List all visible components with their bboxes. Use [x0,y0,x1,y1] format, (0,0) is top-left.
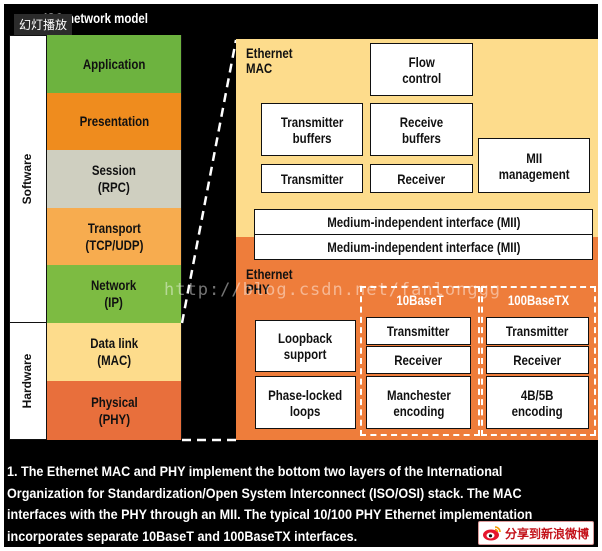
mac-title: Ethernet MAC [246,45,293,76]
mac-receiver-box: Receiver [370,164,473,193]
layer-physical: Physical(PHY) [47,381,181,440]
group-10baset-title: 10BaseT [396,292,444,308]
layer-application: Application [47,35,181,93]
phy-title: Ethernet PHY [246,266,293,297]
osi-label-divider [46,35,47,440]
caption-line: 1. The Ethernet MAC and PHY implement th… [7,463,503,479]
10baset-transmitter-box: Transmitter [366,317,471,345]
group-100basetx-title: 100BaseTX [507,292,570,308]
mii-bar-mac: Medium-independent interface (MII) [254,209,593,235]
watermark: http://blog.csdn.net/fanlonggg [164,280,502,300]
group-100basetx [481,286,596,436]
100basetx-transmitter-box: Transmitter [486,317,589,345]
figure-caption: 1. The Ethernet MAC and PHY implement th… [7,461,595,547]
10baset-receiver-box: Receiver [366,346,471,374]
layer-data-link: Data link(MAC) [47,323,181,381]
share-weibo-label: 分享到新浪微博 [505,526,590,541]
layer-presentation: Presentation [47,93,181,150]
group-10baset [360,286,480,436]
mii-bar-phy: Medium-independent interface (MII) [254,234,593,260]
diagram-panel: Software Hardware Application Presentati… [4,4,598,547]
projection-lines [180,39,238,442]
caption-line: incorporates separate 10BaseT and 100Bas… [7,527,358,544]
weibo-icon [483,526,501,541]
layer-session: Session(RPC) [47,150,181,208]
layer-transport: Transport(TCP/UDP) [47,208,181,265]
osi-divider [9,322,47,323]
100basetx-receiver-box: Receiver [486,346,589,374]
caption-line: Organization for Standardization/Open Sy… [7,484,522,501]
caption-line: interfaces with the PHY through an MII. … [7,506,533,522]
mac-transmitter-box: Transmitter [261,164,363,193]
layer-network: Network(IP) [47,265,181,323]
share-weibo-button[interactable]: 分享到新浪微博 [478,521,594,545]
slideshow-button[interactable]: 幻灯播放 [14,14,73,35]
